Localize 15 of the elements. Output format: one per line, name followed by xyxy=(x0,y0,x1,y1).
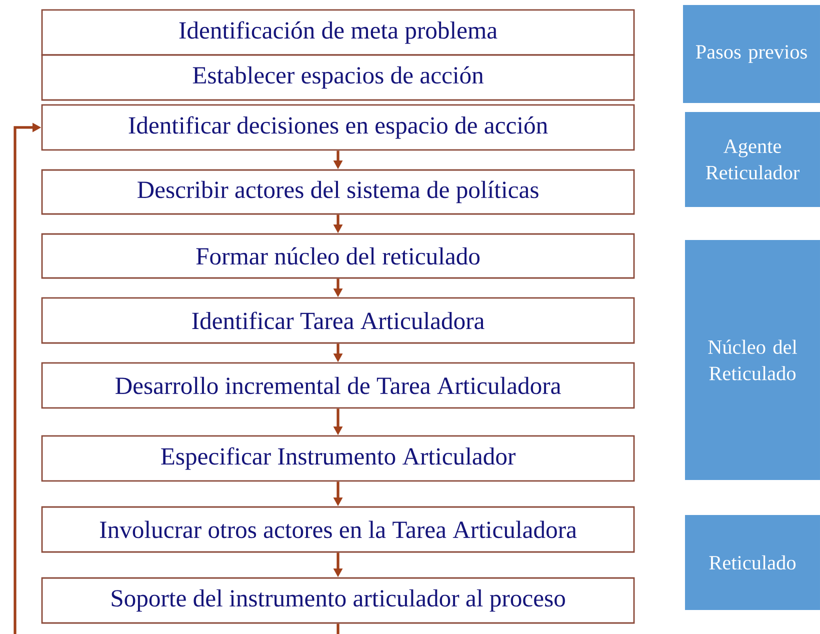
process-box: Involucrar otros actores en la Tarea Articuladora xyxy=(41,506,635,553)
process-box: Establecer espacios de acción xyxy=(41,54,635,101)
phase-box: Pasos previos xyxy=(683,5,820,103)
process-box: Identificación de meta problema xyxy=(41,9,635,56)
process-box: Soporte del instrumento articulador al proceso xyxy=(41,577,635,624)
process-box: Formar núcleo del reticulado xyxy=(41,233,635,279)
process-box: Especificar Instrumento Articulador xyxy=(41,435,635,482)
process-box: Identificar decisiones en espacio de acción xyxy=(41,104,635,151)
process-box: Desarrollo incremental de Tarea Articuladora xyxy=(41,362,635,409)
process-box: Identificar Tarea Articuladora xyxy=(41,297,635,344)
process-box: Describir actores del sistema de políticas xyxy=(41,169,635,215)
phase-box: Reticulado xyxy=(685,514,820,610)
phase-box: Núcleo del Reticulado xyxy=(685,240,820,480)
phase-box: Agente Reticulador xyxy=(685,112,820,207)
arrow xyxy=(14,122,340,634)
